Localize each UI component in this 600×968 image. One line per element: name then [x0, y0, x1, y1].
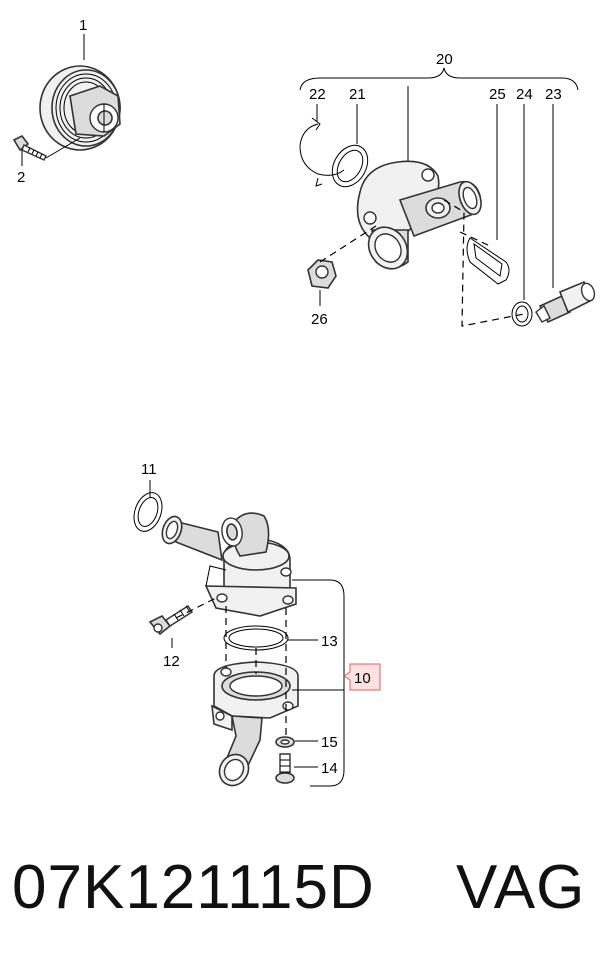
seal-part-25	[466, 237, 510, 285]
o-ring-part-24	[511, 301, 533, 327]
pulley-part	[39, 65, 121, 151]
bracket-20	[299, 67, 579, 91]
sensor-part-23	[535, 280, 596, 324]
callout-20: 20	[436, 51, 453, 68]
callout-23: 23	[545, 86, 562, 103]
bolt-part-12	[148, 605, 193, 636]
o-ring-part-11	[133, 492, 163, 532]
leader-2b	[45, 137, 81, 159]
callout-12: 12	[163, 653, 180, 670]
callout-26: 26	[311, 311, 328, 328]
housing-part-20	[356, 160, 482, 270]
o-ring-part-21	[331, 144, 369, 188]
footer: 07K121115D VAG	[0, 848, 600, 928]
bracket-10	[292, 579, 345, 787]
bolt-part-2	[12, 134, 47, 161]
bolt-part-14	[275, 753, 295, 784]
callout-10: 10	[354, 670, 371, 687]
brand-label: VAG	[456, 853, 586, 922]
o-ring-part-13	[223, 625, 289, 651]
upper-housing-part	[161, 512, 297, 617]
callout-10-highlight[interactable]: 10	[343, 663, 381, 691]
callout-24: 24	[516, 86, 533, 103]
part-number: 07K121115D	[12, 853, 375, 922]
assembly-line-seal	[459, 231, 491, 247]
callout-25: 25	[489, 86, 506, 103]
callout-14: 14	[321, 760, 338, 777]
callout-22: 22	[309, 86, 326, 103]
lower-housing-part	[211, 661, 299, 787]
callout-2: 2	[17, 169, 25, 186]
callout-15: 15	[321, 734, 338, 751]
callout-11: 11	[141, 461, 157, 478]
callout-13: 13	[321, 633, 338, 650]
washer-part-15	[275, 736, 295, 748]
nut-part-26	[307, 259, 337, 289]
callout-21: 21	[349, 86, 366, 103]
assembly-line-bolt	[175, 597, 217, 619]
callout-1: 1	[79, 17, 87, 34]
assembly-line-sensor	[443, 199, 525, 327]
